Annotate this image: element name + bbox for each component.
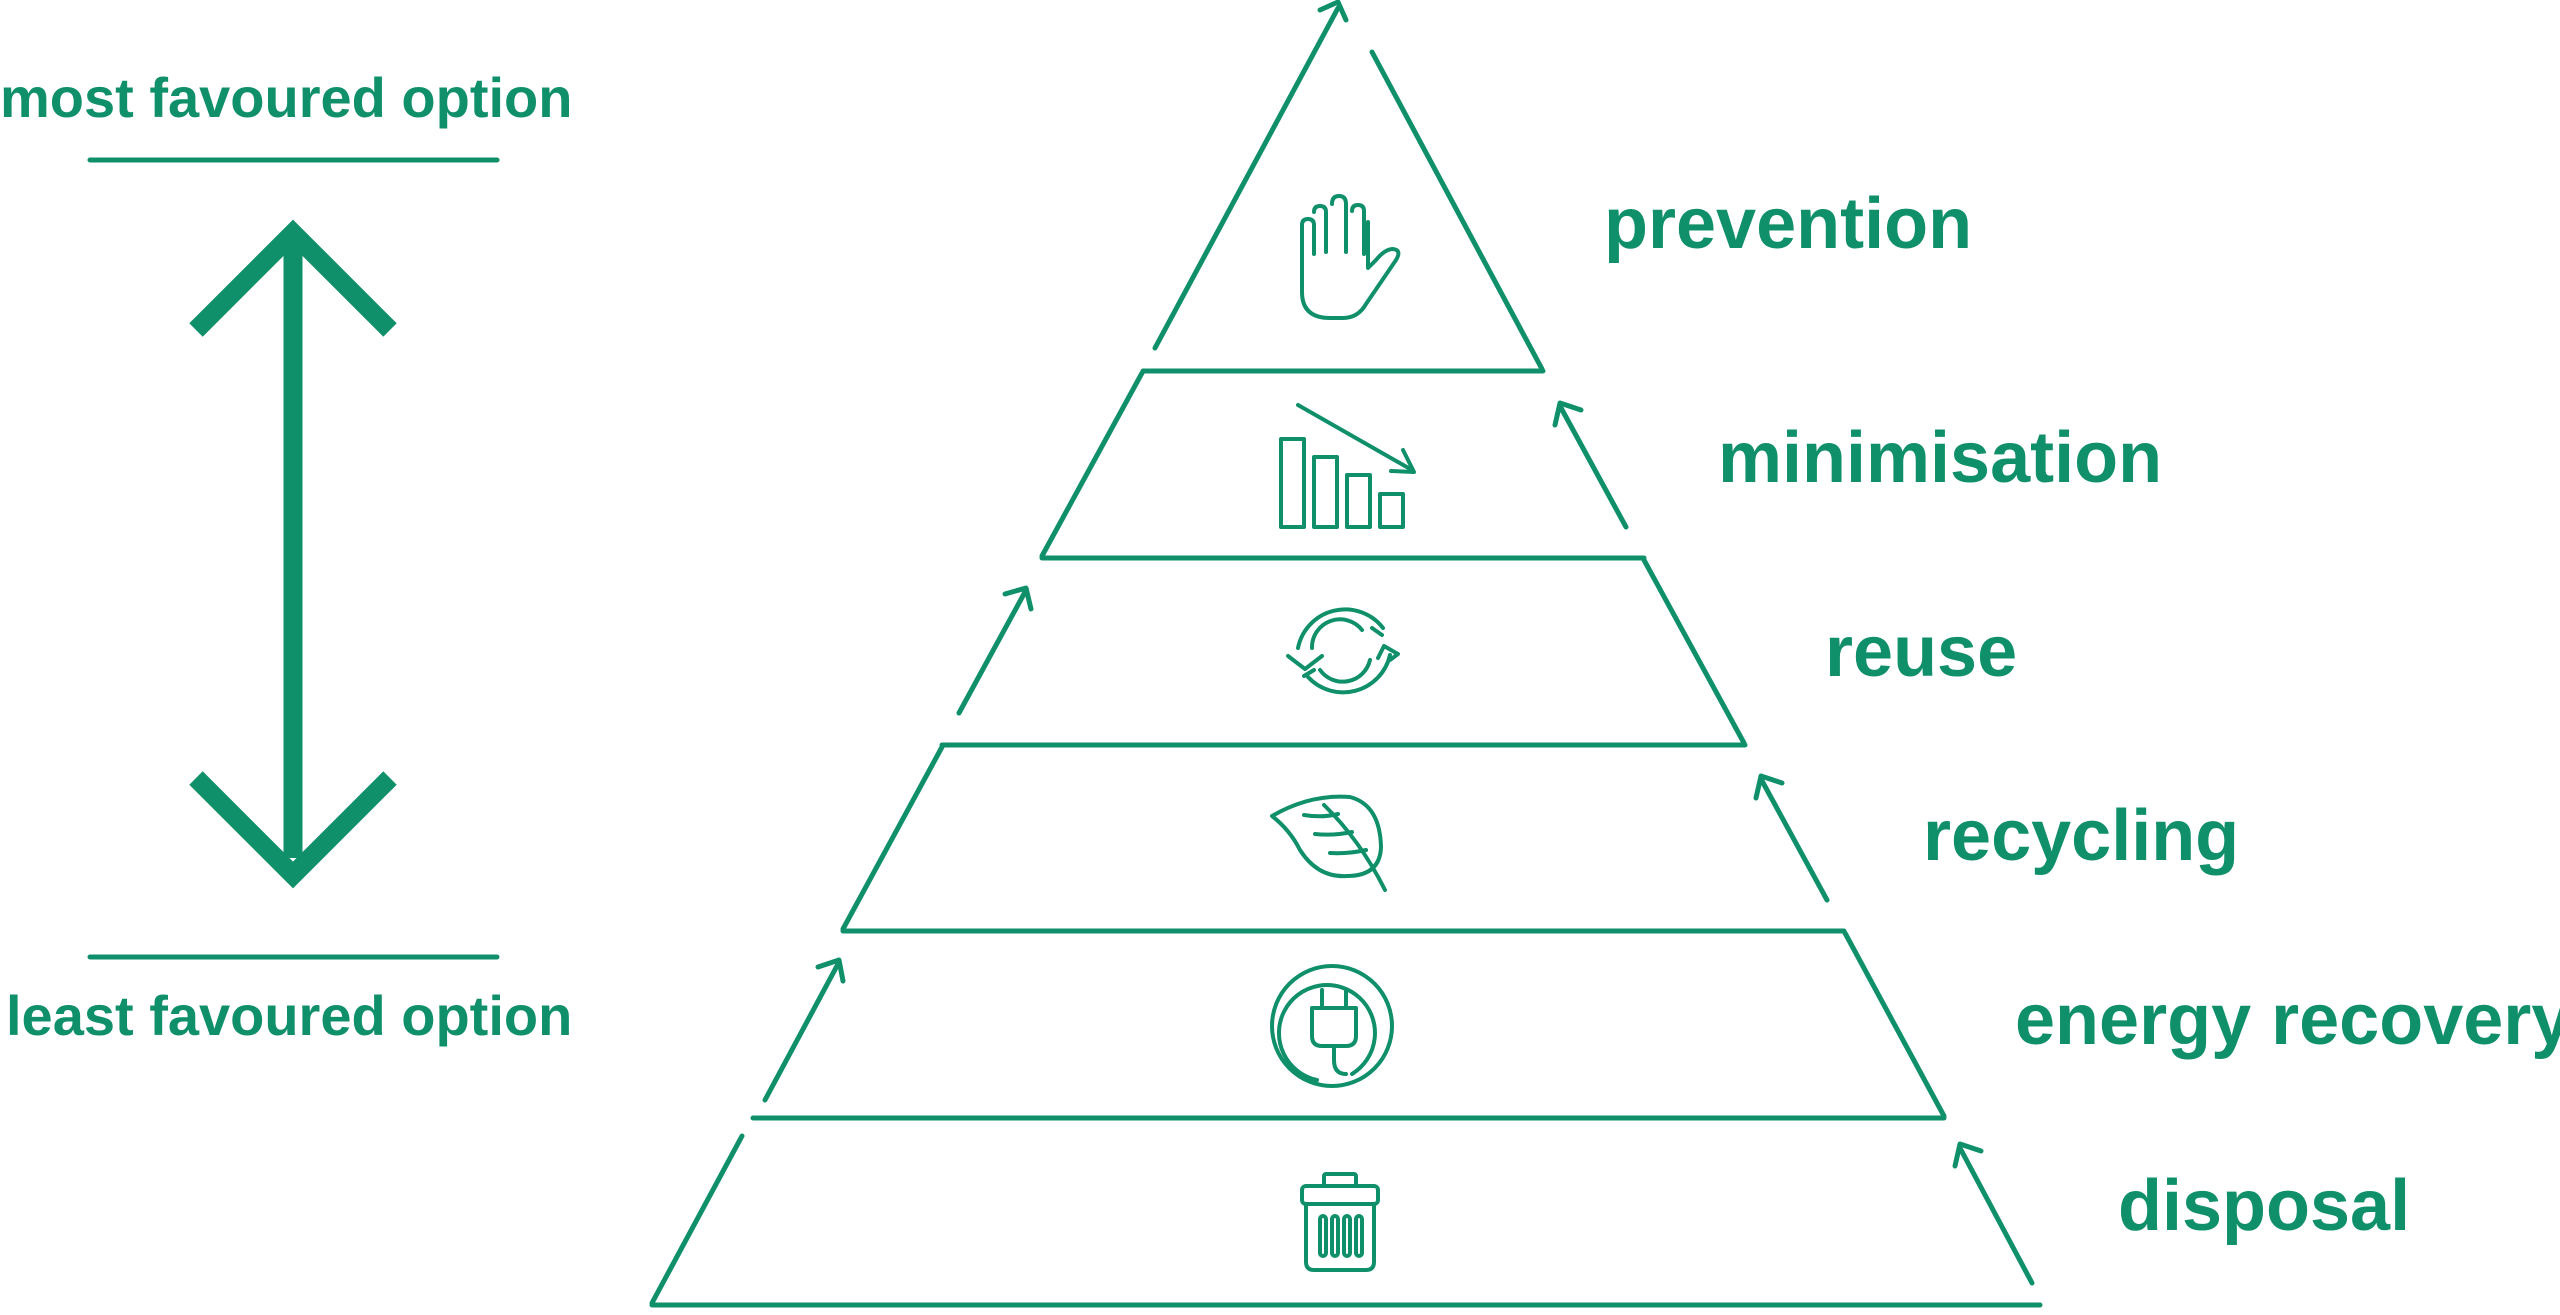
leaf-icon xyxy=(1270,794,1387,892)
left-edge-segment xyxy=(956,589,1028,716)
level-label-prevention: prevention xyxy=(1604,184,1973,264)
left-edge-segment xyxy=(840,744,945,932)
declining-bars-icon xyxy=(1279,403,1416,529)
plug-icon xyxy=(1270,964,1394,1088)
level-label-recycling: recycling xyxy=(1923,796,2240,876)
reuse-arrows-icon xyxy=(1286,607,1400,695)
hand-icon xyxy=(1300,194,1401,320)
left-edge-segment xyxy=(649,1133,745,1306)
right-edge-arrowhead xyxy=(1952,1141,1984,1169)
trash-bin-icon xyxy=(1300,1172,1380,1272)
right-edge-arrowhead xyxy=(1552,400,1584,428)
left-edge-arrowhead xyxy=(1317,0,1349,23)
level-label-disposal: disposal xyxy=(2118,1166,2411,1246)
top-scale-label: most favoured option xyxy=(0,66,573,129)
bottom-scale-label: least favoured option xyxy=(6,984,573,1047)
right-edge-segment xyxy=(1641,557,1747,746)
left-edge-segment xyxy=(1039,370,1145,559)
right-edge-segment xyxy=(1557,403,1629,530)
left-edge-segment xyxy=(762,961,841,1103)
right-edge-segment xyxy=(1842,930,1947,1119)
left-edge-arrowhead xyxy=(1002,585,1034,612)
left-edge-segment xyxy=(1152,5,1341,351)
right-edge-arrowhead xyxy=(1753,773,1785,801)
level-label-minimisation: minimisation xyxy=(1718,418,2163,498)
left-edge-arrowhead xyxy=(815,957,846,984)
level-label-energy-recovery: energy recovery xyxy=(2015,980,2560,1060)
right-edge-segment xyxy=(1369,49,1545,372)
level-label-reuse: reuse xyxy=(1825,612,2018,692)
right-edge-segment xyxy=(1758,776,1830,903)
double-arrow-icon xyxy=(189,219,397,889)
right-edge-segment xyxy=(1957,1145,2035,1286)
